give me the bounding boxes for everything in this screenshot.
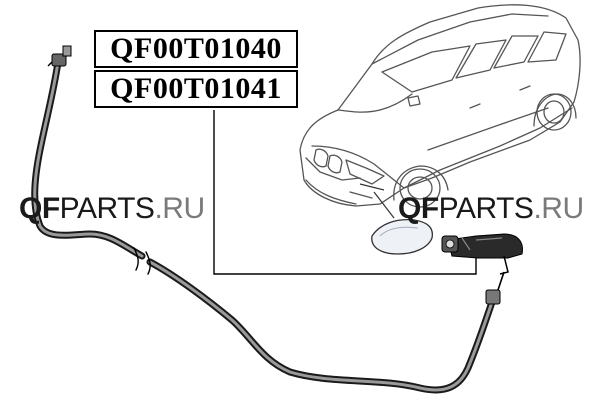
- watermark-brand: QF: [19, 192, 60, 225]
- watermark: QFPARTS.RU: [398, 194, 584, 224]
- leader-line: [213, 110, 477, 275]
- detail-pointer: [359, 183, 395, 219]
- car-illustration: [299, 4, 581, 208]
- part-number-box: QF00T01040: [94, 30, 298, 68]
- watermark-brand: QF: [398, 192, 439, 225]
- watermark: QFPARTS.RU: [19, 194, 205, 224]
- washer-nozzle: [441, 233, 523, 275]
- washer-cap-zoom: [371, 218, 434, 255]
- part-number-label: QF00T01040: [110, 32, 282, 65]
- hose-connector-bottom: [485, 271, 505, 305]
- washer-hose: [31, 58, 496, 394]
- part-number-label: QF00T01041: [110, 72, 282, 105]
- hose-connector-top: [47, 45, 72, 67]
- watermark-rest: PARTS: [438, 192, 534, 225]
- watermark-domain: .RU: [154, 192, 205, 225]
- watermark-rest: PARTS: [59, 192, 155, 225]
- part-number-box: QF00T01041: [94, 70, 298, 108]
- watermark-domain: .RU: [533, 192, 584, 225]
